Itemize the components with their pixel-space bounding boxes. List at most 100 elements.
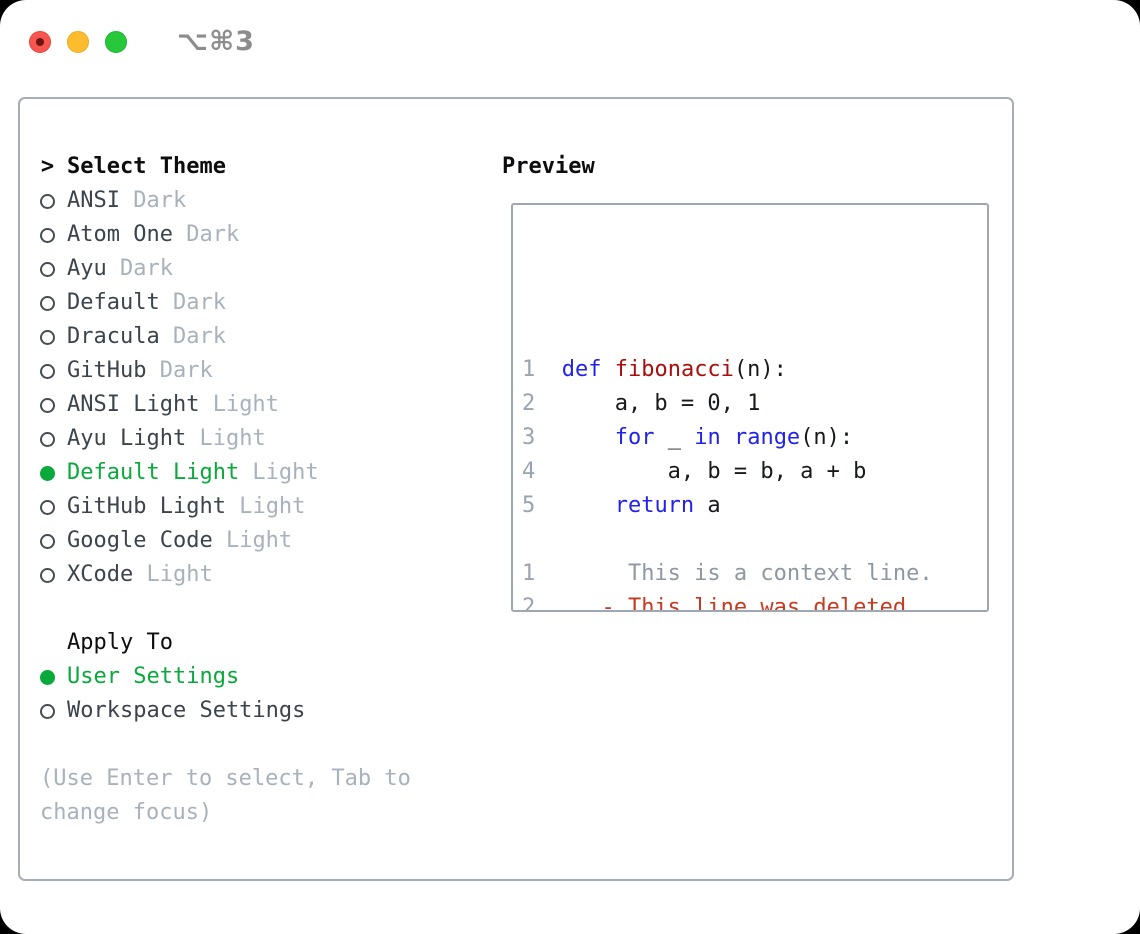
theme-name: Ayu Light xyxy=(67,426,187,451)
code-line: 3 for _ in range(n): xyxy=(522,421,987,455)
theme-list-header: > Select Theme xyxy=(40,150,485,184)
theme-tag: Dark xyxy=(119,188,187,213)
theme-tag: Light xyxy=(199,392,279,417)
theme-item-dracula[interactable]: Dracula Dark xyxy=(40,320,485,354)
titlebar: ⌥⌘3 xyxy=(29,26,255,57)
code-token-kw: def xyxy=(561,357,602,382)
theme-name: Dracula xyxy=(67,324,160,349)
theme-item-ayu[interactable]: Ayu Dark xyxy=(40,252,485,286)
help-text: (Use Enter to select, Tab to change focu… xyxy=(40,766,411,825)
code-line: 4 a, b = b, a + b xyxy=(522,455,987,489)
theme-item-atom-one[interactable]: Atom One Dark xyxy=(40,218,485,252)
line-number xyxy=(522,523,535,557)
radio-icon xyxy=(40,193,55,209)
radio-icon xyxy=(40,295,55,311)
code-token-kw: in xyxy=(694,425,721,450)
code-token-plain xyxy=(562,493,615,518)
theme-item-ansi[interactable]: ANSI Dark xyxy=(40,184,485,218)
line-number: 5 xyxy=(522,493,536,518)
theme-tag: Dark xyxy=(159,290,226,315)
theme-tag: Light xyxy=(186,426,266,451)
line-number: 3 xyxy=(522,425,536,450)
code-token-plain: a, b = b, a + b xyxy=(561,459,867,484)
theme-name: Default Light xyxy=(67,460,240,485)
apply-option-user-settings[interactable]: User Settings xyxy=(40,660,485,694)
code-token-plain: (n): xyxy=(800,425,854,450)
window-title: ⌥⌘3 xyxy=(177,26,255,57)
code-line: 2 a, b = 0, 1 xyxy=(522,387,987,421)
theme-item-ansi-light[interactable]: ANSI Light Light xyxy=(40,388,485,422)
theme-tag: Dark xyxy=(172,222,240,247)
theme-tag: Dark xyxy=(106,256,173,281)
line-number: 4 xyxy=(522,459,536,484)
theme-item-google-code[interactable]: Google Code Light xyxy=(40,524,485,558)
radio-icon xyxy=(40,397,55,413)
preview-title: Preview xyxy=(502,154,595,179)
radio-icon xyxy=(40,431,55,447)
theme-tag: Light xyxy=(212,528,293,553)
zoom-button-icon[interactable] xyxy=(105,30,127,53)
close-button-icon[interactable] xyxy=(29,30,51,53)
theme-item-ayu-light[interactable]: Ayu Light Light xyxy=(40,422,485,456)
code-token-plain: a, b = 0, 1 xyxy=(561,391,761,416)
theme-list-title: Select Theme xyxy=(67,154,226,179)
theme-name: GitHub Light xyxy=(67,494,226,519)
theme-name: Ayu xyxy=(67,256,107,281)
line-number: 1 xyxy=(522,357,536,382)
code-token-plain xyxy=(601,357,614,382)
line-number: 2 xyxy=(522,391,536,416)
code-token-plain: (n): xyxy=(733,357,787,382)
code-line: 2 - This line was deleted. xyxy=(522,591,987,612)
code-line: 5 return a xyxy=(522,489,987,523)
code-token-del: - This line was deleted. xyxy=(561,595,920,612)
theme-name: XCode xyxy=(67,562,134,587)
radio-icon xyxy=(40,329,55,345)
code-token-plain: _ xyxy=(654,425,695,450)
theme-name: Atom One xyxy=(67,222,173,247)
code-token-plain xyxy=(721,425,734,450)
theme-item-default-light[interactable]: Default Light Light xyxy=(40,456,485,490)
theme-tag: Dark xyxy=(159,324,226,349)
theme-name: ANSI xyxy=(67,188,120,213)
radio-icon xyxy=(40,499,55,515)
cursor-icon: > xyxy=(40,154,55,179)
radio-icon xyxy=(40,227,55,243)
code-line: 1 This is a context line. xyxy=(522,557,987,591)
marker-spacer xyxy=(40,626,55,660)
theme-name: ANSI Light xyxy=(67,392,200,417)
theme-name: GitHub xyxy=(67,358,147,383)
radio-icon xyxy=(40,567,55,583)
radio-icon xyxy=(40,261,55,277)
code-token-kw: return xyxy=(614,493,695,518)
code-token-ctx: This is a context line. xyxy=(561,561,933,586)
theme-item-github[interactable]: GitHub Dark xyxy=(40,354,485,388)
theme-item-xcode[interactable]: XCode Light xyxy=(40,558,485,592)
radio-icon xyxy=(40,703,55,719)
code-token-plain xyxy=(562,425,615,450)
theme-tag: Dark xyxy=(146,358,213,383)
theme-name: Google Code xyxy=(67,528,213,553)
apply-option-label: User Settings xyxy=(67,664,240,689)
radio-icon xyxy=(40,363,55,379)
theme-item-default[interactable]: Default Dark xyxy=(40,286,485,320)
code-line xyxy=(522,523,987,557)
apply-option-workspace-settings[interactable]: Workspace Settings xyxy=(40,694,485,728)
line-number: 2 xyxy=(522,595,536,612)
code-token-kw: for xyxy=(614,425,655,450)
minimize-button-icon[interactable] xyxy=(67,30,89,53)
theme-item-github-light[interactable]: GitHub Light Light xyxy=(40,490,485,524)
spacer xyxy=(40,592,485,626)
theme-tag: Light xyxy=(133,562,213,587)
line-number: 1 xyxy=(522,561,536,586)
apply-to-title: Apply To xyxy=(67,630,173,655)
code-token-kw: range xyxy=(733,425,801,450)
radio-selected-icon xyxy=(40,465,55,481)
theme-tag: Light xyxy=(239,460,319,485)
code-token-plain: a xyxy=(694,493,721,518)
radio-selected-icon xyxy=(40,669,55,685)
